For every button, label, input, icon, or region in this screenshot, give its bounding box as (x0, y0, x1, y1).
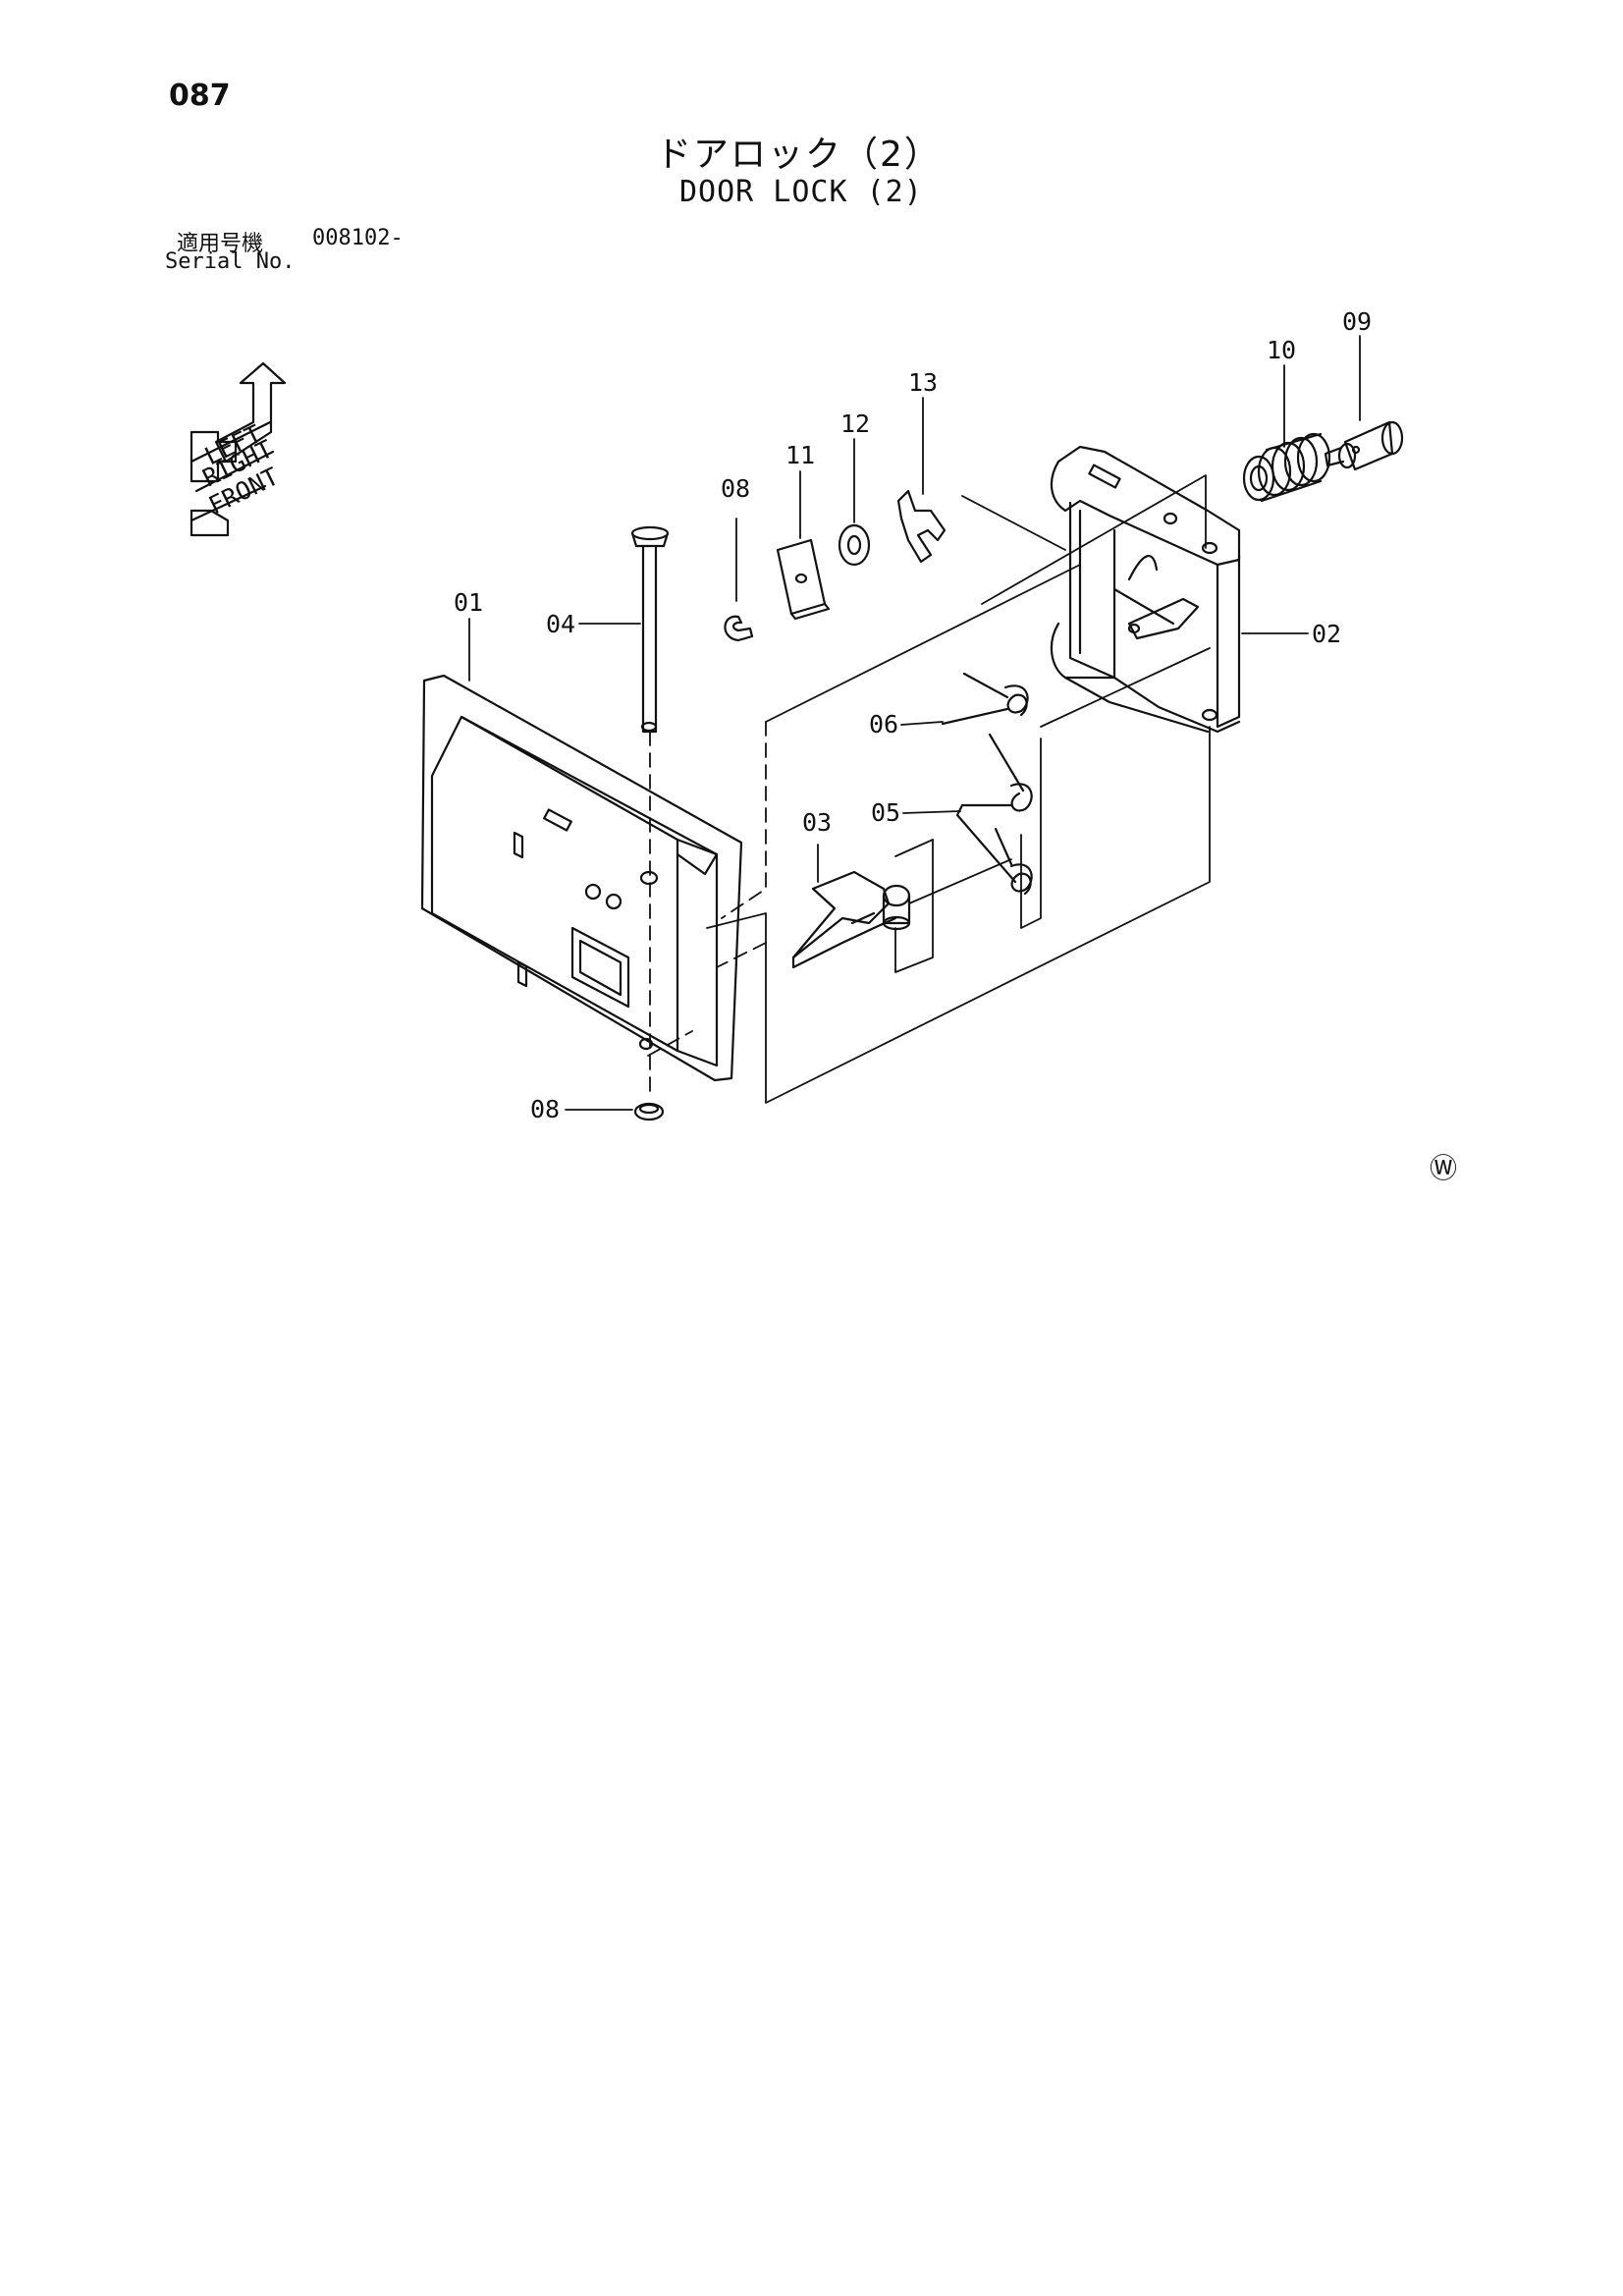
serial-label-english: Serial No. (165, 249, 296, 274)
callouts: 01 02 03 04 05 06 08 08 09 10 11 12 13 (454, 307, 1372, 1123)
part-04-pin (630, 525, 670, 734)
part-11-square-plate (776, 538, 831, 621)
part-06-torsion-spring (941, 672, 1029, 726)
serial-value: 008102- (312, 226, 404, 250)
callout-01: 01 (454, 588, 483, 617)
title-english: DOOR LOCK (2) (679, 175, 923, 209)
leader-lines (468, 335, 1361, 1111)
callout-06: 06 (869, 710, 898, 738)
callout-13: 13 (908, 368, 938, 397)
part-13-spring-clip (896, 489, 947, 564)
callout-10: 10 (1267, 336, 1296, 364)
corner-mark: Ⓦ (1430, 1152, 1458, 1184)
callout-08-top: 08 (721, 474, 750, 503)
page-number: 087 (169, 79, 231, 113)
callout-04: 04 (546, 610, 575, 638)
part-01-cover-plate (420, 674, 743, 1082)
part-09-plunger (1324, 420, 1404, 471)
part-10-threaded-bushing (1242, 432, 1331, 503)
callout-12: 12 (840, 410, 870, 438)
callout-09: 09 (1342, 307, 1372, 336)
direction-indicator-icon: LEFT RIGHT FRONT (189, 361, 287, 537)
title-japanese: ドアロック（2） (656, 135, 942, 175)
serial-label-japanese: 適用号機 (177, 232, 264, 256)
part-03-latch (791, 870, 911, 969)
part-08-clip-bottom (633, 1102, 665, 1121)
part-08-clip-top (724, 615, 754, 642)
callout-05: 05 (871, 798, 900, 827)
part-02-bracket (1050, 445, 1241, 734)
callout-03: 03 (802, 808, 832, 837)
part-12-washer (838, 523, 871, 567)
callout-08-bottom: 08 (530, 1095, 560, 1123)
callout-02: 02 (1312, 620, 1341, 648)
callout-11: 11 (785, 441, 815, 469)
part-05-spring (955, 733, 1033, 896)
alignment-lines (647, 474, 1211, 1104)
